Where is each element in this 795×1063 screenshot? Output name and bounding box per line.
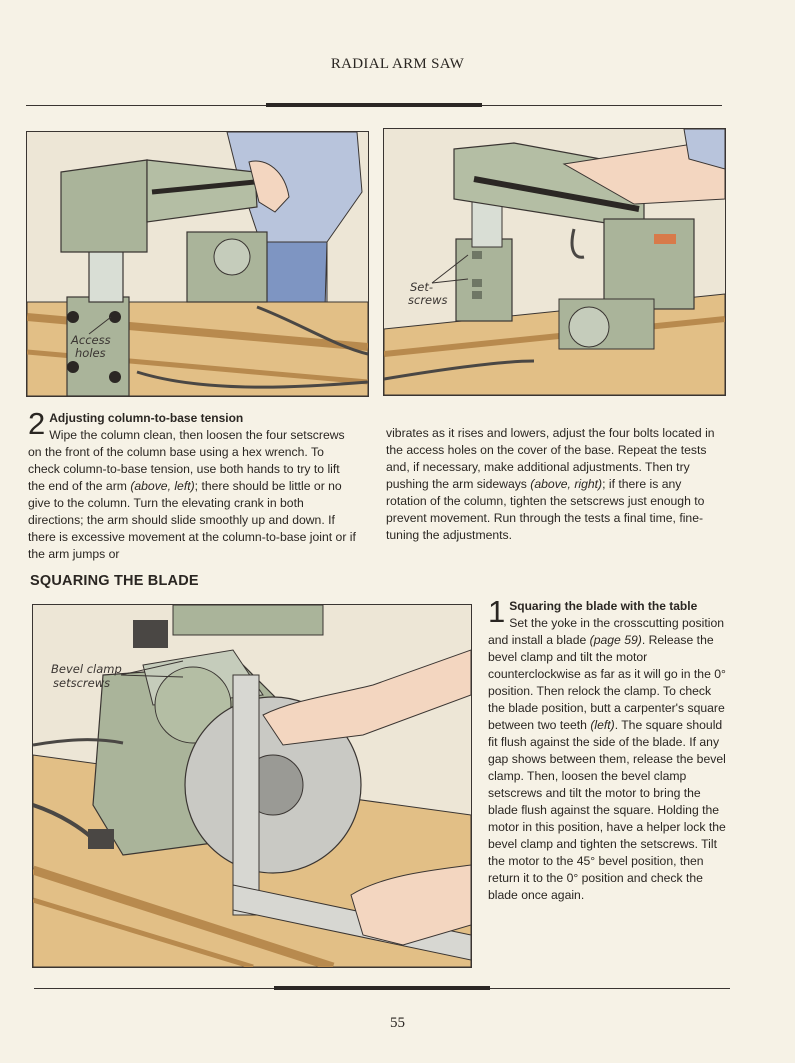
step-2-text-part3: vibrates as it rises and lowers, adjust … bbox=[386, 426, 715, 491]
callout-bevel-clamp-line1: Bevel clamp bbox=[51, 662, 122, 676]
step-2-ref-above-left: (above, left) bbox=[130, 479, 195, 493]
step-2-ref-above-right: (above, right) bbox=[530, 477, 603, 491]
step-2-right: vibrates as it rises and lowers, adjust … bbox=[386, 425, 716, 544]
figure-squaring-blade: Bevel clamp setscrews bbox=[32, 604, 472, 968]
callout-bevel-clamp-line2: setscrews bbox=[53, 676, 110, 690]
step-2-heading: Adjusting column-to-base tension bbox=[49, 411, 244, 425]
callout-setscrews-line1: Set- bbox=[410, 280, 433, 294]
running-head: RADIAL ARM SAW bbox=[330, 56, 465, 72]
step-1: 1 Squaring the blade with the table Set … bbox=[488, 594, 728, 904]
callout-setscrews-line2: screws bbox=[408, 293, 448, 307]
step-1-text-part3: . The square should fit flush against th… bbox=[488, 718, 726, 902]
section-title: SQUARING THE BLADE bbox=[30, 573, 199, 589]
step-2-text-part4: ; if there is any rotation of the column… bbox=[386, 477, 705, 542]
step-2-text-part1: Wipe the column clean, then loosen the f… bbox=[28, 428, 345, 493]
step-1-text-part1: Set the yoke in the crosscutting positio… bbox=[488, 616, 725, 647]
header-rule-accent bbox=[266, 103, 482, 107]
step-2-left: 2 Adjusting column-to-base tension Wipe … bbox=[28, 406, 358, 563]
footer-rule-accent bbox=[274, 986, 490, 990]
page-number: 55 bbox=[390, 1015, 405, 1031]
callout-access-holes-line1: Access bbox=[70, 333, 111, 347]
figure-arm-sideways: Set- screws bbox=[383, 128, 726, 396]
step-1-ref-page: (page 59) bbox=[589, 633, 642, 647]
step-1-ref-left: (left) bbox=[590, 718, 615, 732]
step-1-heading: Squaring the blade with the table bbox=[509, 599, 698, 613]
step-1-number: 1 bbox=[488, 594, 506, 629]
figure-column-tension: Access holes bbox=[26, 131, 369, 397]
step-1-text-part2: . Release the bevel clamp and tilt the m… bbox=[488, 633, 726, 732]
step-2-text-part2: ; there should be little or no give to t… bbox=[28, 479, 356, 561]
callout-access-holes-line2: holes bbox=[75, 346, 106, 360]
step-2-number: 2 bbox=[28, 406, 46, 441]
